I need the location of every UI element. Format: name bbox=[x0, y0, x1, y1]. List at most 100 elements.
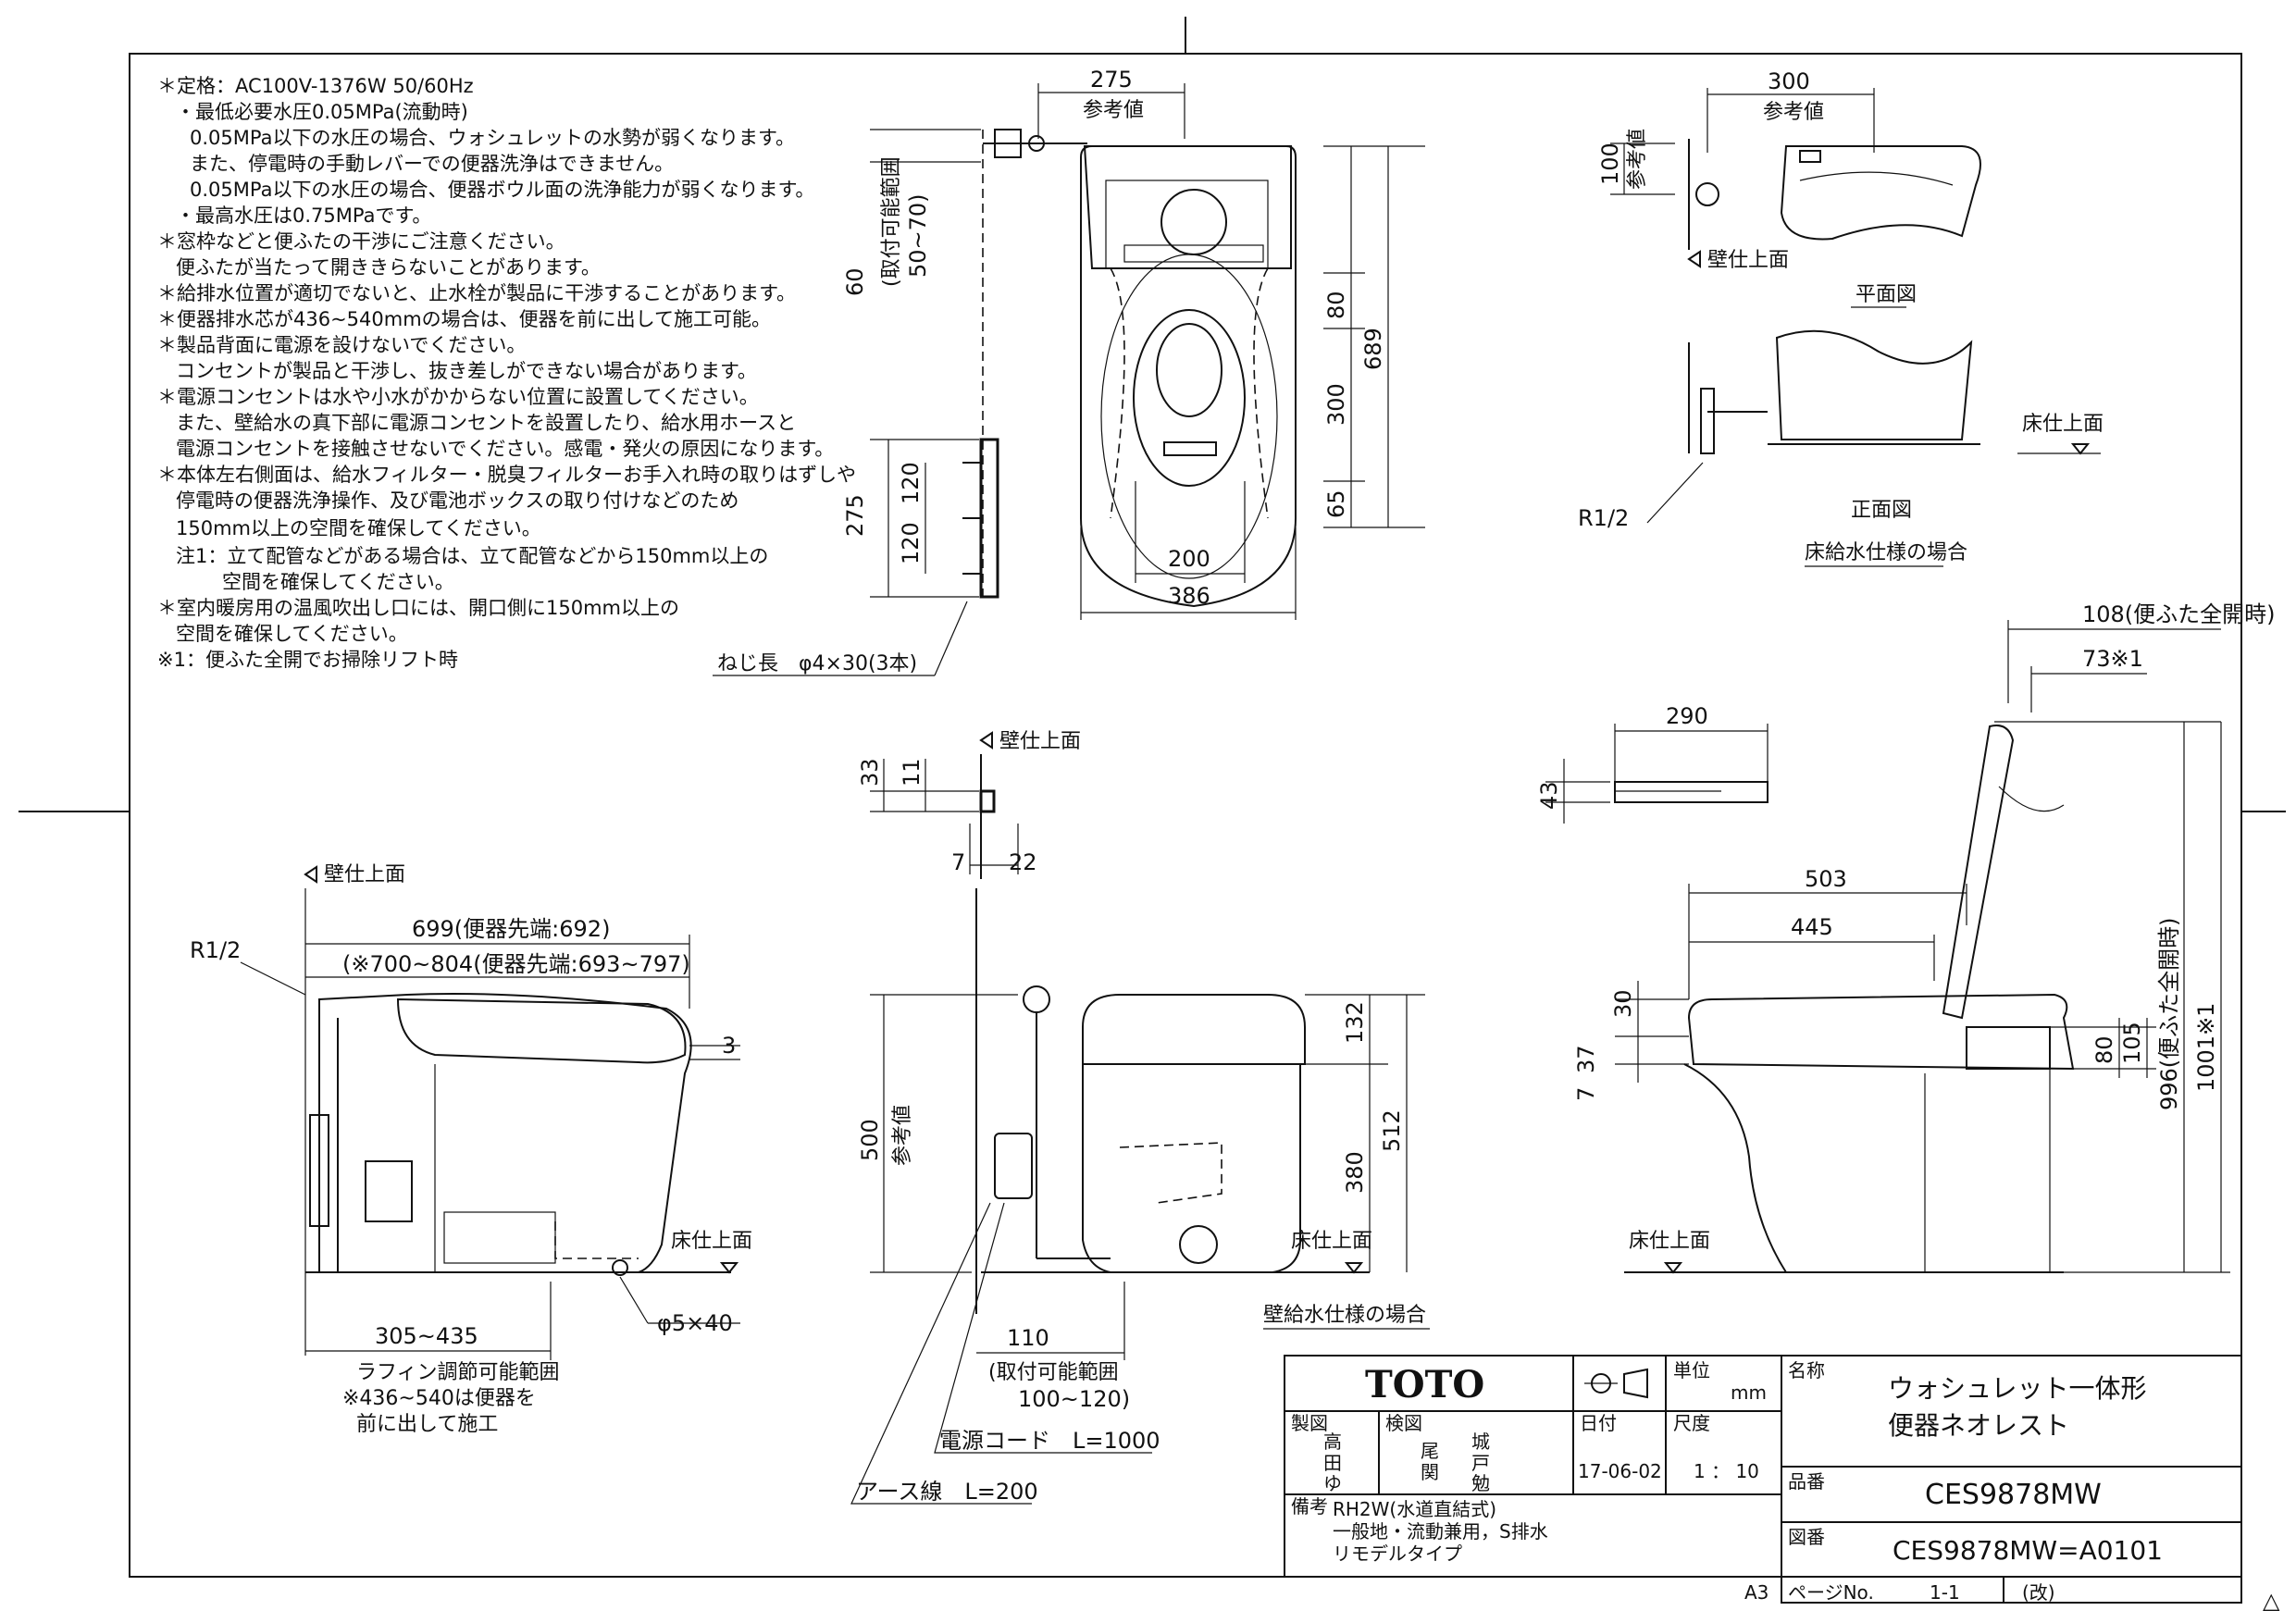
dim-80: 80 bbox=[1323, 291, 1349, 319]
remote-views: 壁仕上面 33 11 7 22 290 43 bbox=[857, 703, 1769, 879]
dim-132: 132 bbox=[1342, 1001, 1368, 1044]
side-view-left: 壁仕上面 699(便器先端:692) (※700~804(便器先端:693~79… bbox=[190, 863, 752, 1436]
unit-label: 単位 bbox=[1673, 1359, 1710, 1381]
dim-386: 386 bbox=[1168, 583, 1210, 609]
note-line: ＊本体左右側面は、給水フィルター・脱臭フィルターお手入れ時の取りはずしや bbox=[157, 464, 856, 486]
right-dim-37: 37 bbox=[1573, 1045, 1599, 1073]
part-number: CES9878MW bbox=[1925, 1479, 2102, 1511]
notes-block: ＊定格：AC100V-1376W 50/60Hz ・最低必要水圧0.05MPa(… bbox=[157, 75, 856, 671]
dim-275-side: 275 bbox=[842, 494, 868, 537]
dim-73: 73※1 bbox=[2082, 646, 2143, 672]
note-line: 0.05MPa以下の水圧の場合、ウォシュレットの水勢が弱くなります。 bbox=[190, 127, 795, 149]
page-label: ページNo. bbox=[1788, 1581, 1874, 1604]
paper-size: A3 bbox=[1744, 1581, 1769, 1604]
dim-512: 512 bbox=[1379, 1109, 1405, 1152]
dim-305: 305~435 bbox=[375, 1323, 478, 1349]
front-title: 正面図 bbox=[1851, 499, 1912, 522]
scale-label: 尺度 bbox=[1673, 1412, 1710, 1434]
right-dim-996: 996(便ふた全開時) bbox=[2156, 917, 2182, 1110]
note-line: ＊定格：AC100V-1376W 50/60Hz bbox=[157, 75, 474, 97]
note-line: また、壁給水の真下部に電源コンセントを設置したり、給水用ホースと bbox=[176, 412, 796, 434]
top-view: 275 参考値 689 80 300 65 200 bbox=[713, 67, 1425, 676]
dim-33: 33 bbox=[857, 758, 883, 787]
dim-503: 503 bbox=[1805, 866, 1847, 892]
plan-ref-value: 参考値 bbox=[1763, 101, 1824, 124]
note-line: ※1：便ふた全開でお掃除リフト時 bbox=[157, 649, 458, 671]
dim-689: 689 bbox=[1360, 328, 1386, 370]
name-line-2: 便器ネオレスト bbox=[1888, 1410, 2069, 1441]
projection-symbol-icon bbox=[1584, 1368, 1648, 1399]
note-line: ＊電源コンセントは水や小水がかからない位置に設置してください。 bbox=[157, 386, 759, 408]
front-view-wall: 500 参考値 床仕上面 132 380 512 壁給水仕様の場合 110 (取… bbox=[850, 888, 1430, 1505]
note-line: 空間を確保してください。 bbox=[222, 571, 454, 593]
adjust-note-1: ラフィン調節可能範囲 bbox=[356, 1361, 560, 1384]
adjust-note-3: 前に出して施工 bbox=[356, 1413, 498, 1436]
right-dim-7: 7 bbox=[1573, 1087, 1599, 1101]
side-floor-label: 床仕上面 bbox=[671, 1230, 752, 1253]
plan-dim-300: 300 bbox=[1768, 68, 1810, 94]
dim-3: 3 bbox=[722, 1033, 736, 1059]
revision-label: (改) bbox=[2022, 1581, 2055, 1604]
dim-699: 699(便器先端:692) bbox=[412, 916, 610, 942]
drawing-label: 図番 bbox=[1788, 1526, 1825, 1548]
drawing-number: CES9878MW=A0101 bbox=[1893, 1535, 2163, 1566]
dim-22: 22 bbox=[1009, 849, 1037, 875]
date-value: 17-06-02 bbox=[1578, 1460, 1662, 1482]
ref-value-label: 参考値 bbox=[1083, 99, 1144, 122]
plan-title: 平面図 bbox=[1855, 283, 1917, 306]
part-label: 品番 bbox=[1788, 1470, 1825, 1493]
note-line: ＊便器排水芯が436~540mmの場合は、便器を前に出して施工可能。 bbox=[157, 308, 771, 330]
note-line: 電源コンセントを接触させないでください。感電・発火の原因になります。 bbox=[176, 438, 834, 460]
dim-108: 108(便ふた全開時) bbox=[2082, 601, 2276, 627]
note-line: 便ふたが当たって開ききらないことがあります。 bbox=[176, 256, 601, 279]
front-range-value: 100~120) bbox=[1018, 1386, 1130, 1412]
dim-200: 200 bbox=[1168, 546, 1210, 572]
dim-445: 445 bbox=[1791, 914, 1833, 940]
checker-b1: 城 bbox=[1471, 1431, 1490, 1453]
remark-3: リモデルタイプ bbox=[1333, 1542, 1462, 1565]
note-line: ＊室内暖房用の温風吹出し口には、開口側に150mm以上の bbox=[157, 597, 679, 619]
front-r12: R1/2 bbox=[1578, 505, 1629, 531]
note-line: また、停電時の手動レバーでの便器洗浄はできません。 bbox=[190, 153, 674, 175]
front-range-label: (取付可能範囲 bbox=[988, 1361, 1119, 1384]
remark-2: 一般地・流動兼用，S排水 bbox=[1333, 1520, 1548, 1542]
unit-value: mm bbox=[1731, 1381, 1767, 1404]
dim-300: 300 bbox=[1323, 383, 1349, 426]
drafter-3: ゆ bbox=[1323, 1472, 1342, 1494]
remark-1: RH2W(水道直結式) bbox=[1333, 1498, 1496, 1520]
right-floor-label: 床仕上面 bbox=[1629, 1230, 1710, 1253]
date-label: 日付 bbox=[1580, 1412, 1617, 1434]
note-line: 空間を確保してください。 bbox=[176, 623, 408, 645]
dim-120a: 120 bbox=[898, 462, 924, 504]
note-line: ＊製品背面に電源を設けないでください。 bbox=[157, 334, 526, 356]
plan-ref-value-v: 参考値 bbox=[1626, 129, 1649, 190]
revision-mark: △ bbox=[2263, 1588, 2280, 1614]
adjust-note-2: ※436~540は便器を bbox=[342, 1387, 536, 1410]
note-line: ＊窓枠などと便ふたの干渉にご注意ください。 bbox=[157, 230, 565, 253]
bolt-label: φ5×40 bbox=[657, 1310, 733, 1336]
dim-65: 65 bbox=[1323, 489, 1349, 518]
right-dim-80: 80 bbox=[2091, 1035, 2117, 1064]
check-label: 検図 bbox=[1385, 1412, 1422, 1434]
right-dim-30: 30 bbox=[1610, 989, 1636, 1018]
plan-dim-100: 100 bbox=[1597, 142, 1623, 185]
front-dim-500: 500 bbox=[857, 1119, 883, 1161]
plan-wall-label: 壁仕上面 bbox=[1707, 249, 1789, 272]
dim-700: (※700~804(便器先端:693~797) bbox=[342, 951, 690, 977]
side-wall-label: 壁仕上面 bbox=[324, 863, 405, 886]
note-line: 注1：立て配管などがある場合は、立て配管などから150mm以上の bbox=[176, 545, 768, 567]
checker-a1: 尾 bbox=[1421, 1440, 1439, 1462]
floor-supply-title: 床給水仕様の場合 bbox=[1805, 541, 1967, 564]
cord-label: 電源コード L=1000 bbox=[939, 1428, 1160, 1454]
drafter-1: 高 bbox=[1323, 1431, 1342, 1453]
front-floor-label: 床仕上面 bbox=[2022, 413, 2104, 436]
remote-wall-label: 壁仕上面 bbox=[999, 730, 1081, 753]
toto-logo: TOTO bbox=[1365, 1363, 1484, 1406]
title-block: TOTO 単位 mm 名称 ウォシュレット一体形 便器ネオレスト 製図 高 田 … bbox=[1284, 1355, 2280, 1614]
name-line-1: ウォシュレット一体形 bbox=[1888, 1373, 2146, 1404]
note-line: コンセントが製品と干渉し、抜き差しができない場合があります。 bbox=[176, 360, 757, 382]
range-value: 50~70) bbox=[905, 193, 931, 278]
dim-110: 110 bbox=[1007, 1325, 1049, 1351]
checker-b3: 勉 bbox=[1471, 1472, 1490, 1494]
